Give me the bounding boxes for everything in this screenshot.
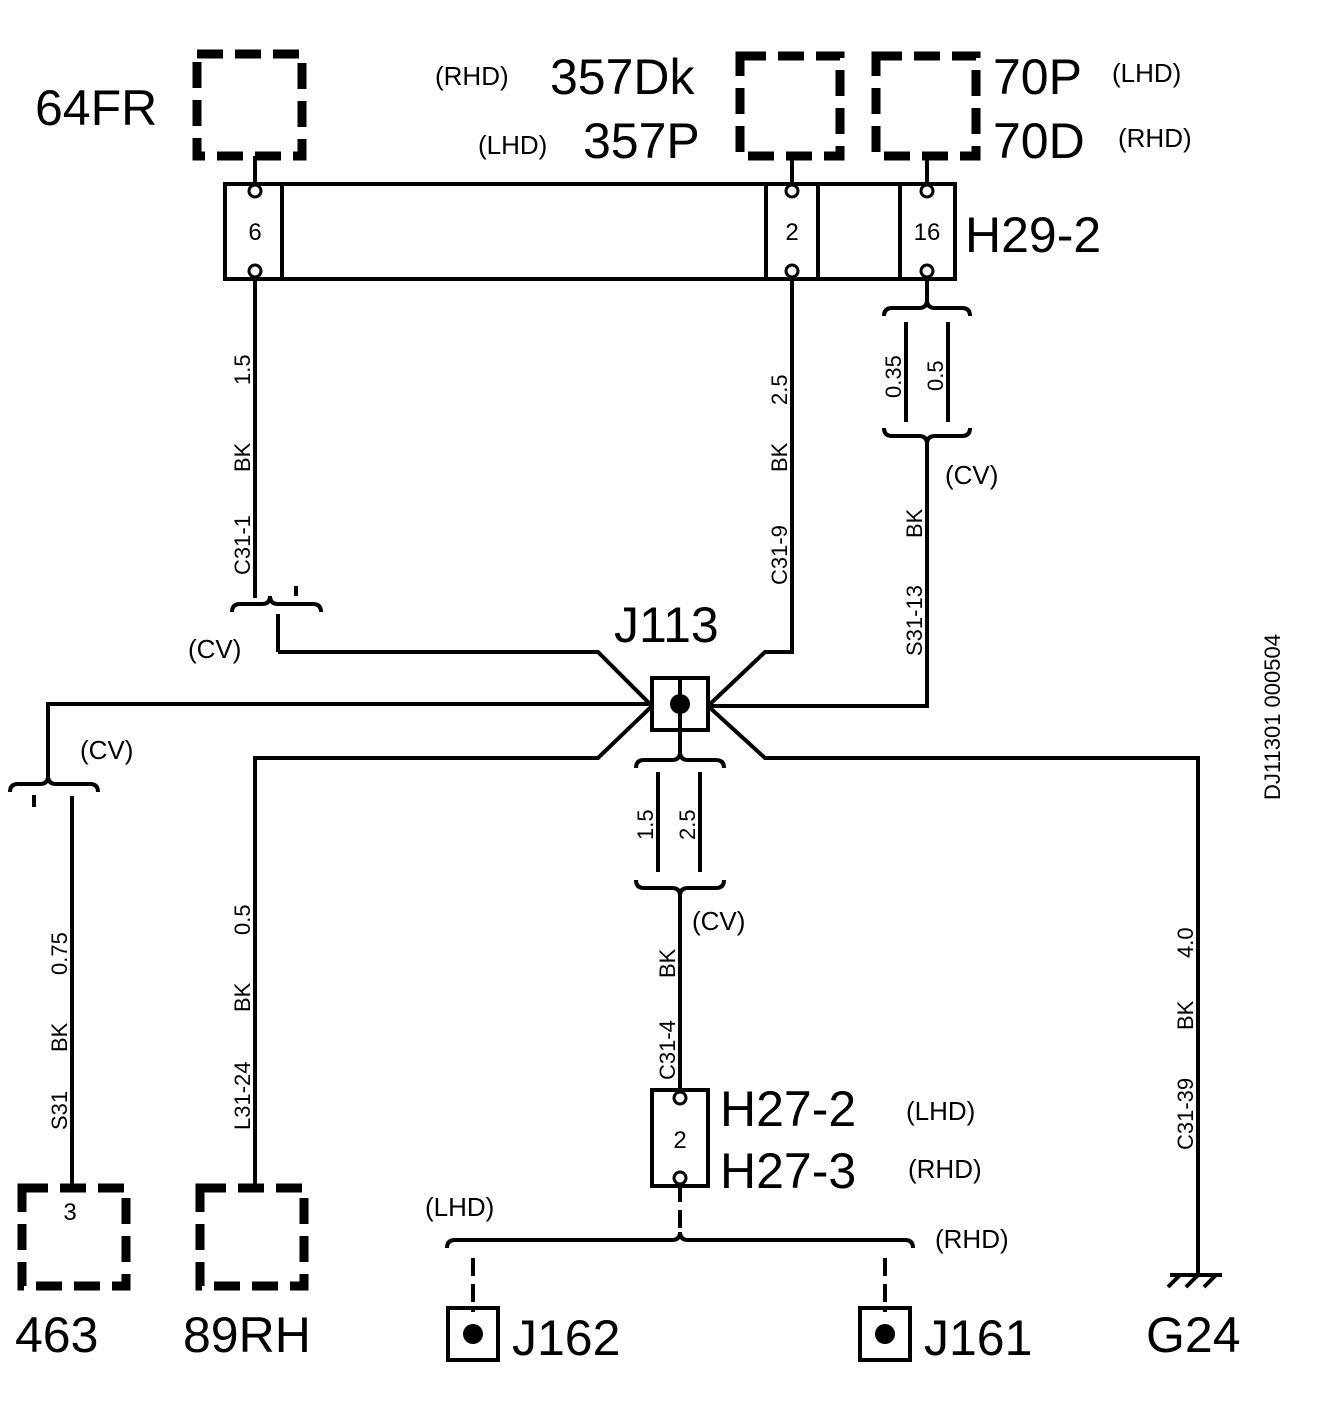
- connector-h27-top-variant: (LHD): [906, 1096, 975, 1126]
- wire-c31-4-size-b: 2.5: [675, 809, 700, 840]
- wire-c31-4-circuit: C31-4: [655, 1020, 680, 1080]
- diagram-id: DJ11301 000504: [1260, 634, 1285, 800]
- ground-g24-symbol: [1166, 1273, 1222, 1289]
- component-89rh-box: [195, 1183, 309, 1291]
- component-70-top-label: 70P: [993, 49, 1082, 105]
- wire-s31-13-color: BK: [902, 508, 927, 538]
- splice-j113-label: J113: [614, 597, 719, 653]
- connector-h27-pin: 2: [673, 1127, 686, 1154]
- wire-c31-39-size: 4.0: [1173, 927, 1198, 958]
- wire-c31-4-variant: (CV): [692, 906, 745, 936]
- connector-h29-pin-16: 16: [914, 219, 941, 246]
- component-463-label: 463: [15, 1307, 98, 1363]
- splice-j162-label: J162: [512, 1310, 620, 1366]
- component-70-top-variant: (LHD): [1112, 58, 1181, 88]
- wire-c31-4-color: BK: [655, 948, 680, 978]
- component-357-box: [735, 51, 845, 161]
- wire-l31-24-color: BK: [230, 982, 255, 1012]
- wire-l31-24-circuit: L31-24: [230, 1061, 255, 1130]
- connector-h29-pin-2: 2: [785, 219, 798, 246]
- component-70-box: [871, 51, 981, 161]
- component-70-bottom-label: 70D: [993, 113, 1085, 169]
- connector-h29-2: 6 2 16: [223, 182, 957, 281]
- component-463-pin: 3: [63, 1199, 76, 1226]
- wire-c31-4-size-a: 1.5: [633, 809, 658, 840]
- wire-c31-39-color: BK: [1173, 1000, 1198, 1030]
- ground-g24-label: G24: [1146, 1307, 1241, 1363]
- splice-j113: [650, 676, 710, 732]
- splice-j162: [446, 1306, 500, 1362]
- wire-c31-1-circuit: C31-1: [230, 515, 255, 575]
- wire-s31-13-variant: (CV): [945, 460, 998, 490]
- wire-c31-1-size: 1.5: [230, 354, 255, 385]
- connector-h27: 2: [650, 1088, 710, 1188]
- branch-rhd-label: (RHD): [935, 1224, 1009, 1254]
- component-357-bottom-label: 357P: [583, 113, 700, 169]
- component-64fr-box: [192, 49, 307, 161]
- component-357-bottom-variant: (LHD): [478, 130, 547, 160]
- wire-s31-13-size-a: 0.35: [881, 355, 906, 398]
- branch-lhd-label: (LHD): [425, 1192, 494, 1222]
- wire-c31-9-color: BK: [767, 442, 792, 472]
- wire-l31-24-size: 0.5: [230, 904, 255, 935]
- component-357-top-variant: (RHD): [435, 61, 509, 91]
- component-357-top-label: 357Dk: [550, 49, 696, 105]
- wire-s31-variant: (CV): [80, 735, 133, 765]
- wire-c31-9-circuit: C31-9: [767, 525, 792, 585]
- component-64fr-label: 64FR: [35, 80, 157, 136]
- connector-h27-bottom-variant: (RHD): [908, 1154, 982, 1184]
- wire-s31-13-size-b: 0.5: [923, 360, 948, 391]
- connector-h27-top-label: H27-2: [720, 1081, 856, 1137]
- splice-j161: [858, 1306, 912, 1362]
- component-89rh-label: 89RH: [183, 1307, 311, 1363]
- wire-s31-circuit: S31: [47, 1091, 72, 1130]
- connector-h29-label: H29-2: [965, 207, 1101, 263]
- wire-c31-39-circuit: C31-39: [1173, 1078, 1198, 1150]
- component-463-box: [17, 1183, 131, 1291]
- connector-h29-pin-6: 6: [248, 219, 261, 246]
- splice-j161-label: J161: [924, 1310, 1032, 1366]
- component-70-bottom-variant: (RHD): [1118, 123, 1192, 153]
- wire-c31-9-size: 2.5: [767, 374, 792, 405]
- wire-s31-color: BK: [47, 1022, 72, 1052]
- connector-h27-bottom-label: H27-3: [720, 1143, 856, 1199]
- wire-s31-13-circuit: S31-13: [902, 585, 927, 656]
- wire-c31-1-color: BK: [230, 442, 255, 472]
- wire-c31-1-variant: (CV): [188, 634, 241, 664]
- wire-s31-size: 0.75: [47, 932, 72, 975]
